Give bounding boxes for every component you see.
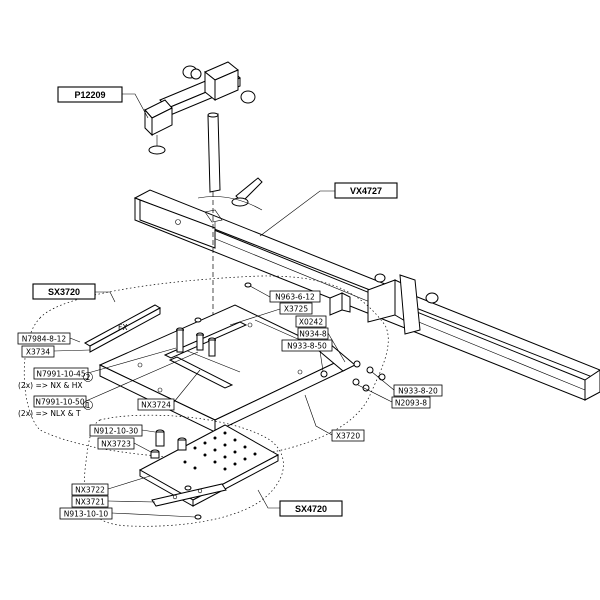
x3725-box	[279, 302, 313, 315]
n7984-label: N7984-8-12	[22, 335, 67, 344]
x3725-label: X3725	[284, 305, 308, 314]
nx3722-label: NX3722	[75, 486, 105, 495]
x0242-box	[295, 315, 327, 328]
n933-8-20-label: N933-8-20	[398, 387, 438, 396]
n933-8-50-label: N933-8-50	[287, 342, 327, 351]
n963-box	[269, 290, 321, 303]
n934-label: N934-8	[299, 330, 327, 339]
n933-8-50-box	[281, 339, 333, 352]
nx3724-bar	[163, 321, 248, 359]
vx4727-label: VX4727	[350, 186, 382, 196]
note-nlx-t: (2x) => NLX & T	[18, 409, 81, 418]
n933-8-20-box	[393, 384, 443, 397]
nx3721-bar	[151, 483, 227, 507]
n2093-box	[391, 396, 431, 409]
sx3720-boundary	[23, 275, 389, 459]
nx3724-label: NX3724	[141, 401, 171, 410]
n2093-label: N2093-8	[395, 399, 427, 408]
n7991-45-box	[33, 367, 89, 380]
x3720-box	[331, 429, 365, 442]
callout-2: 2	[86, 373, 91, 382]
n7991-50-box	[33, 395, 87, 408]
x3734-box	[21, 345, 55, 358]
p12209-label-box	[57, 86, 123, 103]
n963-label: N963-6-12	[275, 293, 315, 302]
nx3721-label: NX3721	[75, 498, 105, 507]
sx4720-bolts	[150, 429, 202, 520]
nx3721-box	[71, 495, 109, 508]
note-nx-hx: (2x) => NX & HX	[18, 381, 83, 390]
x3720-label: X3720	[336, 432, 360, 441]
nx3723-label: NX3723	[101, 440, 131, 449]
plate-bolts	[176, 282, 252, 357]
n7984-box	[17, 332, 71, 345]
sx3720-label-box	[32, 283, 96, 300]
rail-brand: FX	[118, 323, 127, 332]
callout-1: 1	[86, 401, 91, 410]
n7991-45-label: N7991-10-45	[36, 370, 85, 379]
n913-box	[59, 507, 113, 520]
plate-hole-grid	[183, 431, 257, 471]
sx4720-label: SX4720	[295, 504, 327, 514]
nx3722-box	[71, 483, 109, 496]
x3720-main-plate	[98, 304, 347, 433]
nx3724-box	[137, 398, 175, 411]
x0242-label: X0242	[299, 318, 323, 327]
p12209-stop-assembly	[144, 61, 256, 193]
p12209-label: P12209	[74, 90, 105, 100]
n912-label: N912-10-30	[94, 427, 139, 436]
fence-vx4727	[133, 177, 600, 401]
sx4720-label-box	[279, 500, 343, 517]
n913-label: N913-10-10	[64, 510, 109, 519]
vx4727-label-box	[334, 182, 398, 199]
nx3723-box	[97, 437, 135, 450]
n912-box	[89, 424, 143, 437]
n7991-50-label: N7991-10-50	[35, 398, 84, 407]
x3734-label: X3734	[26, 348, 50, 357]
sx3720-label: SX3720	[48, 287, 80, 297]
